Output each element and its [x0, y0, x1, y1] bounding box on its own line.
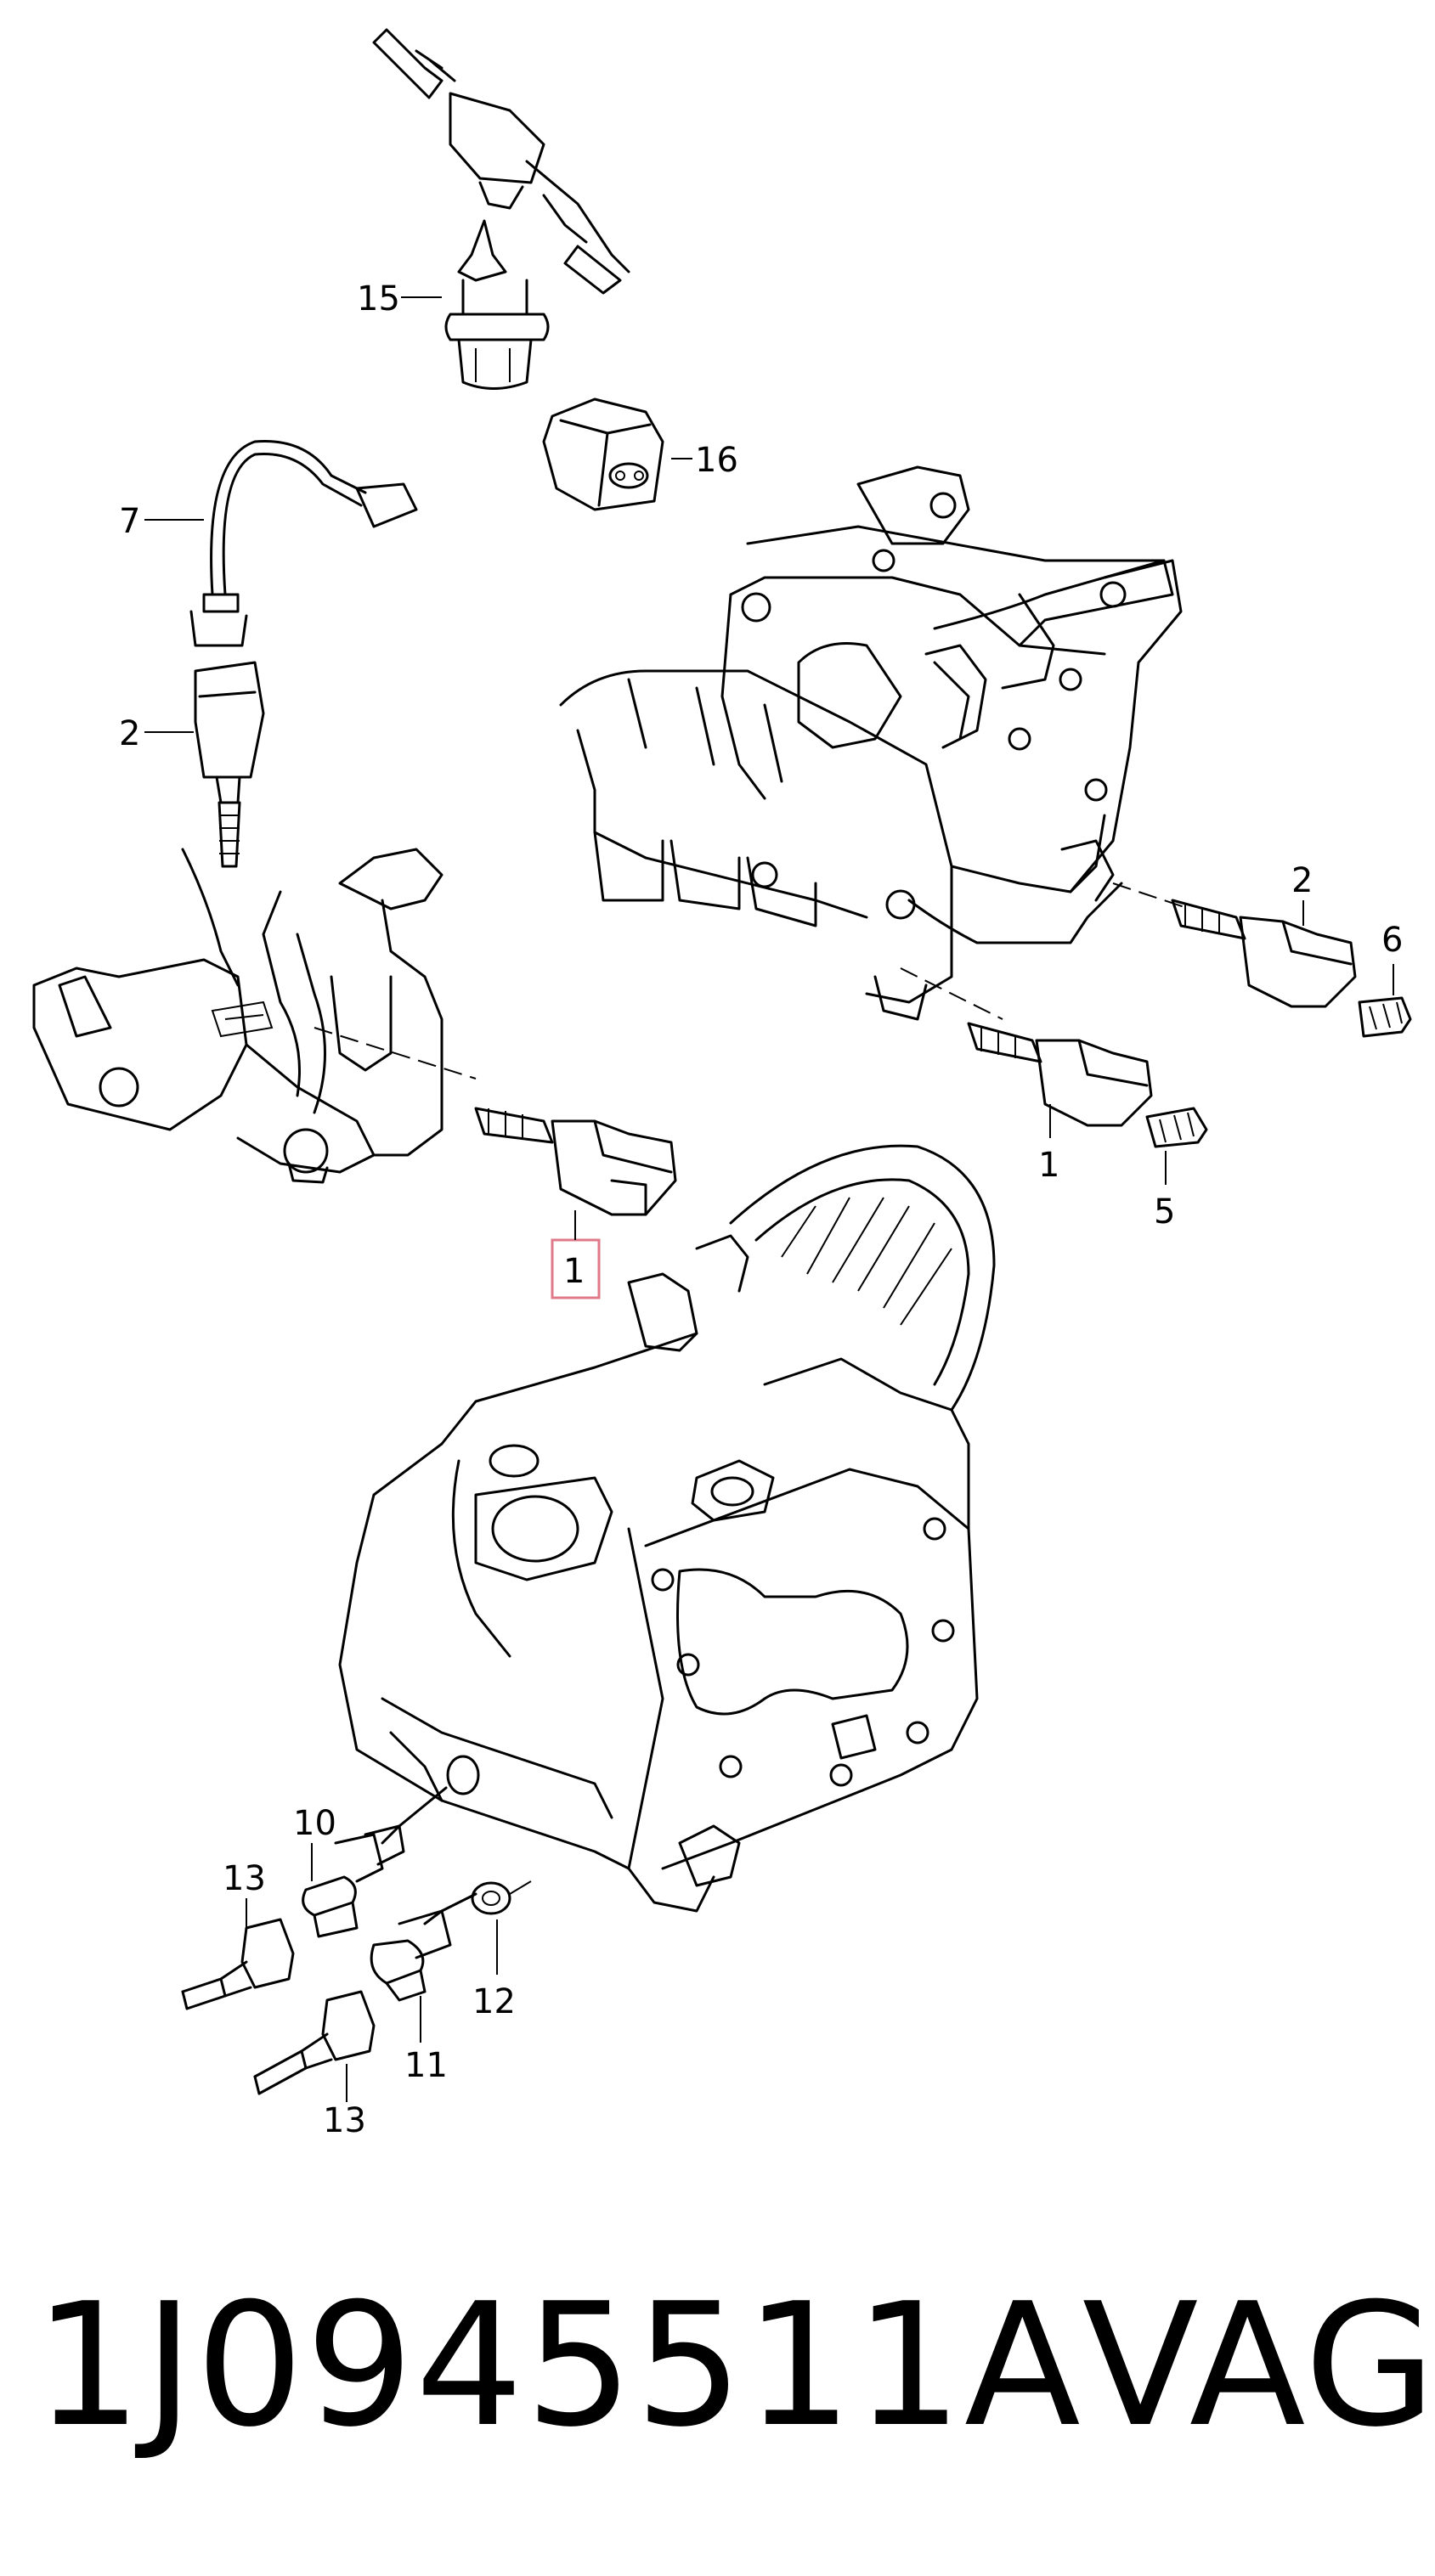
part-13-connector-upper [181, 1918, 295, 2010]
part-16-connector [542, 397, 664, 511]
callout-2-left: 2 [119, 714, 140, 753]
part-11-sensor [370, 1892, 477, 2002]
part-caption: 1J0945511A VAG [34, 2255, 1435, 2476]
callout-16: 16 [695, 441, 738, 480]
callout-6: 6 [1381, 921, 1403, 960]
part-2-switch-right [1171, 899, 1357, 1008]
part-number: 1J0945511A [34, 2266, 1082, 2465]
part-15-sensor [372, 28, 630, 390]
callout-1-highlighted: 1 [563, 1252, 585, 1291]
part-5-clip [1145, 1107, 1208, 1148]
part-2-switch-left [194, 661, 265, 868]
pedal-bracket [32, 848, 443, 1184]
callout-2-right: 2 [1291, 861, 1313, 900]
callout-15: 15 [357, 279, 400, 318]
callout-13-lower: 13 [323, 2101, 366, 2140]
callout-1-right: 1 [1038, 1146, 1059, 1185]
callout-13-upper: 13 [223, 1859, 266, 1898]
part-10-sensor [302, 1786, 448, 1938]
callout-11: 11 [404, 2046, 448, 2085]
part-12-washer [471, 1881, 511, 1915]
brand-name: VAG [1082, 2266, 1435, 2465]
part-13-connector-lower [253, 1990, 376, 2095]
callout-7: 7 [119, 502, 140, 541]
callout-10: 10 [293, 1804, 336, 1843]
callout-12: 12 [472, 1982, 516, 2021]
gearbox-housing [338, 1144, 996, 1913]
callout-5: 5 [1154, 1192, 1175, 1232]
part-1-switch-center [474, 1107, 677, 1216]
pedal-cluster-upper [559, 465, 1183, 1021]
part-1-switch-right [967, 1022, 1153, 1127]
exploded-parts-diagram: 15 16 7 2 [32, 28, 1412, 2140]
part-7-wire-harness [189, 440, 418, 647]
part-6-clip [1358, 996, 1412, 1038]
